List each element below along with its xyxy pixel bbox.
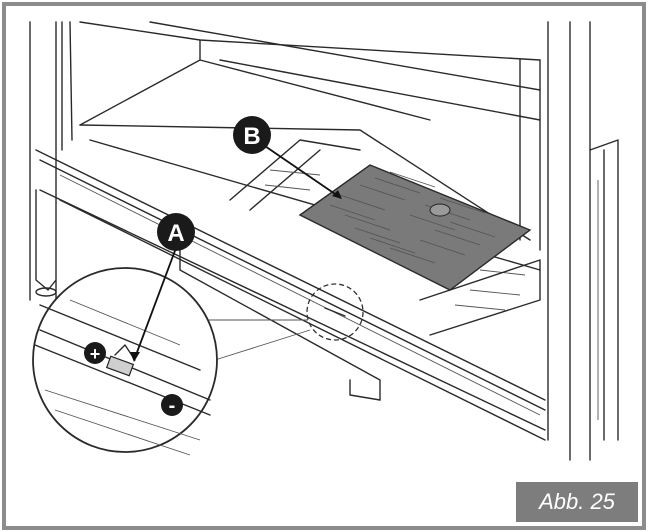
callout-a: A (157, 213, 195, 251)
slider-lever (105, 355, 135, 377)
right-post (547, 21, 619, 461)
callout-b: B (233, 116, 271, 154)
minus-marker: - (161, 394, 183, 417)
plus-marker: + (84, 342, 106, 364)
plus-marker-text: + (90, 344, 101, 364)
figure-label: Abb. 25 (516, 482, 638, 522)
ash-plate (298, 164, 532, 291)
arrow-a (135, 247, 177, 356)
magnifier (32, 267, 218, 456)
callout-a-text: A (167, 220, 184, 247)
detail-marker (306, 283, 364, 341)
arrow-b (261, 143, 339, 197)
callout-b-text: B (243, 123, 260, 150)
left-post (29, 21, 73, 301)
slider-small (324, 307, 346, 317)
minus-marker-text: - (169, 395, 176, 417)
upper-frame (79, 21, 541, 251)
